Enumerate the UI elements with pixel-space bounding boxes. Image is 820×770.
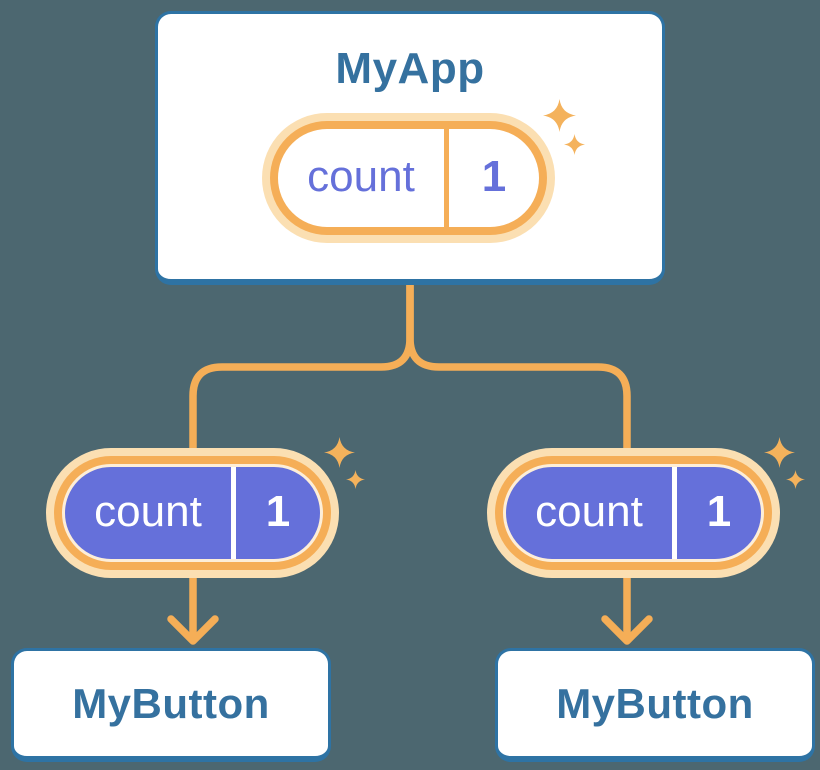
pill-ring: count 1 xyxy=(495,456,772,570)
pill-divider xyxy=(672,467,677,559)
arrow-down-icon xyxy=(601,615,653,645)
component-card-child-left: MyButton xyxy=(11,648,331,762)
state-pill-left: count 1 xyxy=(46,448,339,578)
sparkle-icon-large xyxy=(324,437,355,468)
pill-body: count 1 xyxy=(278,129,539,227)
branch-right-line xyxy=(406,278,631,642)
pill-ring: count 1 xyxy=(54,456,331,570)
pill-ring: count 1 xyxy=(270,121,547,235)
pill-divider xyxy=(444,129,449,227)
sparkle-icon-small xyxy=(346,470,365,489)
state-name-label: count xyxy=(535,487,643,536)
component-title: MyApp xyxy=(335,44,485,93)
state-value: 1 xyxy=(706,487,732,536)
state-pill-root: count 1 xyxy=(262,113,555,243)
sparkle-icon-large xyxy=(764,437,795,468)
state-value: 1 xyxy=(265,487,291,536)
sparkle-icon-small xyxy=(786,470,805,489)
sparkle-icon-large xyxy=(543,99,576,132)
state-pill-right: count 1 xyxy=(487,448,780,578)
component-card-root: MyApp count 1 xyxy=(155,11,665,285)
component-title: MyButton xyxy=(556,679,754,727)
pill-divider xyxy=(231,467,236,559)
state-name-label: count xyxy=(307,152,415,201)
arrow-down-icon xyxy=(167,615,219,645)
pill-body: count 1 xyxy=(62,464,323,562)
state-value: 1 xyxy=(481,152,507,201)
pill-body: count 1 xyxy=(503,464,764,562)
component-title: MyButton xyxy=(72,679,270,727)
sparkle-icon-small xyxy=(564,134,585,155)
state-name-label: count xyxy=(94,487,202,536)
component-card-child-right: MyButton xyxy=(495,648,815,762)
